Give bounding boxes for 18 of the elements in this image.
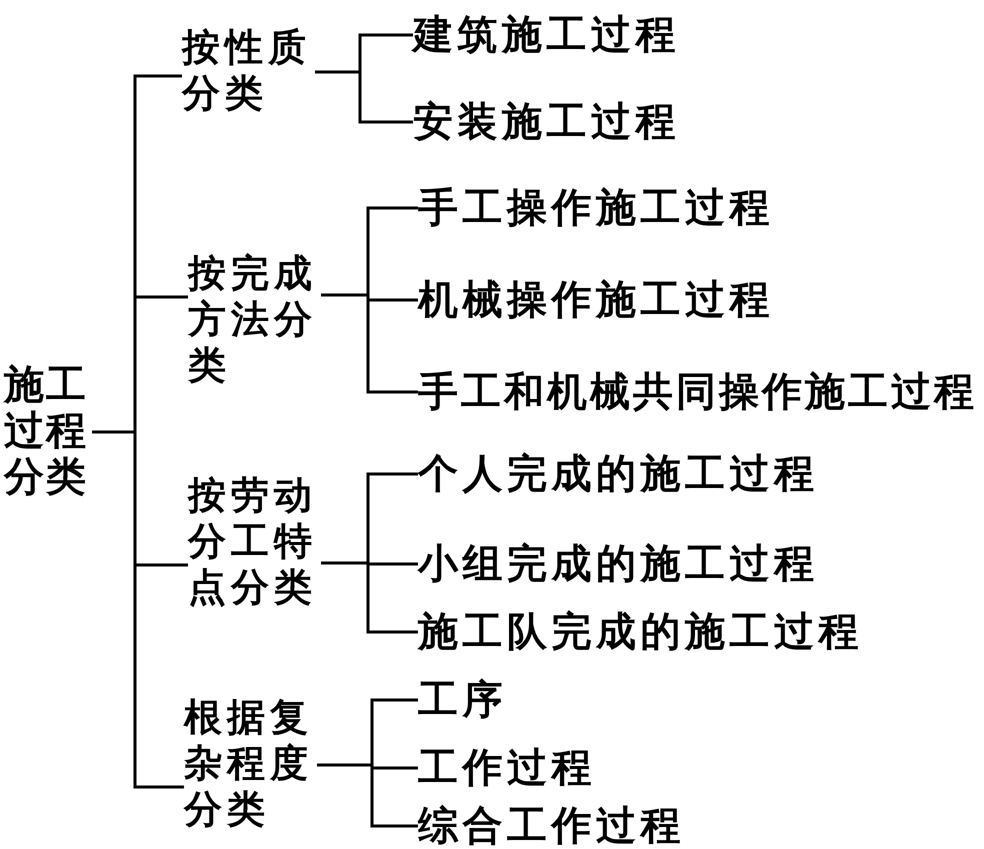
leaf-label: 手工操作施工过程	[418, 186, 774, 230]
category-label: 按性质分类	[182, 24, 315, 116]
leaf-label: 安装施工过程	[413, 100, 680, 144]
category-label: 按完成方法分类	[188, 250, 321, 388]
leaf-label: 建筑施工过程	[413, 13, 680, 57]
leaf-label: 施工队完成的施工过程	[418, 610, 863, 654]
connector-line	[92, 430, 184, 788]
leaf-label: 个人完成的施工过程	[418, 452, 818, 496]
leaf-label: 综合工作过程	[418, 804, 685, 848]
leaf-label: 小组完成的施工过程	[418, 542, 818, 586]
category-label: 按劳动分工特点分类	[188, 472, 321, 610]
category-label: 根据复杂程度分类	[184, 694, 317, 832]
connector-line	[315, 70, 413, 124]
leaf-label: 手工和机械共同操作施工过程	[418, 370, 977, 414]
root-label: 施工过程分类	[4, 362, 92, 500]
leaf-label: 机械操作施工过程	[418, 278, 774, 322]
leaf-label: 工序	[418, 678, 507, 722]
leaf-label: 工作过程	[418, 746, 596, 790]
